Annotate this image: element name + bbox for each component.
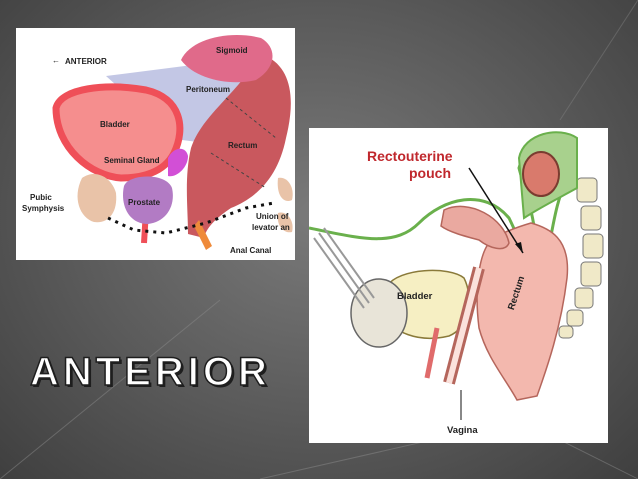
label-symphysis: Symphysis xyxy=(22,204,65,213)
label-pubic: Pubic xyxy=(30,193,52,202)
label-bladder-female: Bladder xyxy=(397,291,433,302)
label-union-of: Union of xyxy=(256,212,289,221)
slide-title: ANTERIOR xyxy=(29,349,271,395)
label-seminal-gland: Seminal Gland xyxy=(104,156,160,165)
anterior-arrow-icon: ← xyxy=(52,56,60,65)
male-pelvis-figure: ← ANTERIOR Sigmoid Peritoneum Bladder Re… xyxy=(16,28,295,260)
label-levator-an: levator an xyxy=(252,223,290,232)
label-anterior: ANTERIOR xyxy=(65,57,107,66)
male-pelvis-drawing xyxy=(52,34,293,250)
label-vagina: Vagina xyxy=(447,425,478,436)
female-pelvis-figure: Rectouterine pouch Bladder Rectum Vagina xyxy=(309,128,608,443)
label-bladder: Bladder xyxy=(100,120,130,129)
label-peritoneum: Peritoneum xyxy=(186,85,231,94)
label-rectouterine: Rectouterine xyxy=(367,148,453,164)
label-prostate: Prostate xyxy=(128,198,161,207)
label-pouch: pouch xyxy=(409,165,451,181)
label-anal-canal: Anal Canal xyxy=(230,246,272,255)
female-pelvis-drawing xyxy=(309,131,604,420)
label-rectum: Rectum xyxy=(228,141,258,150)
label-sigmoid: Sigmoid xyxy=(216,46,248,55)
